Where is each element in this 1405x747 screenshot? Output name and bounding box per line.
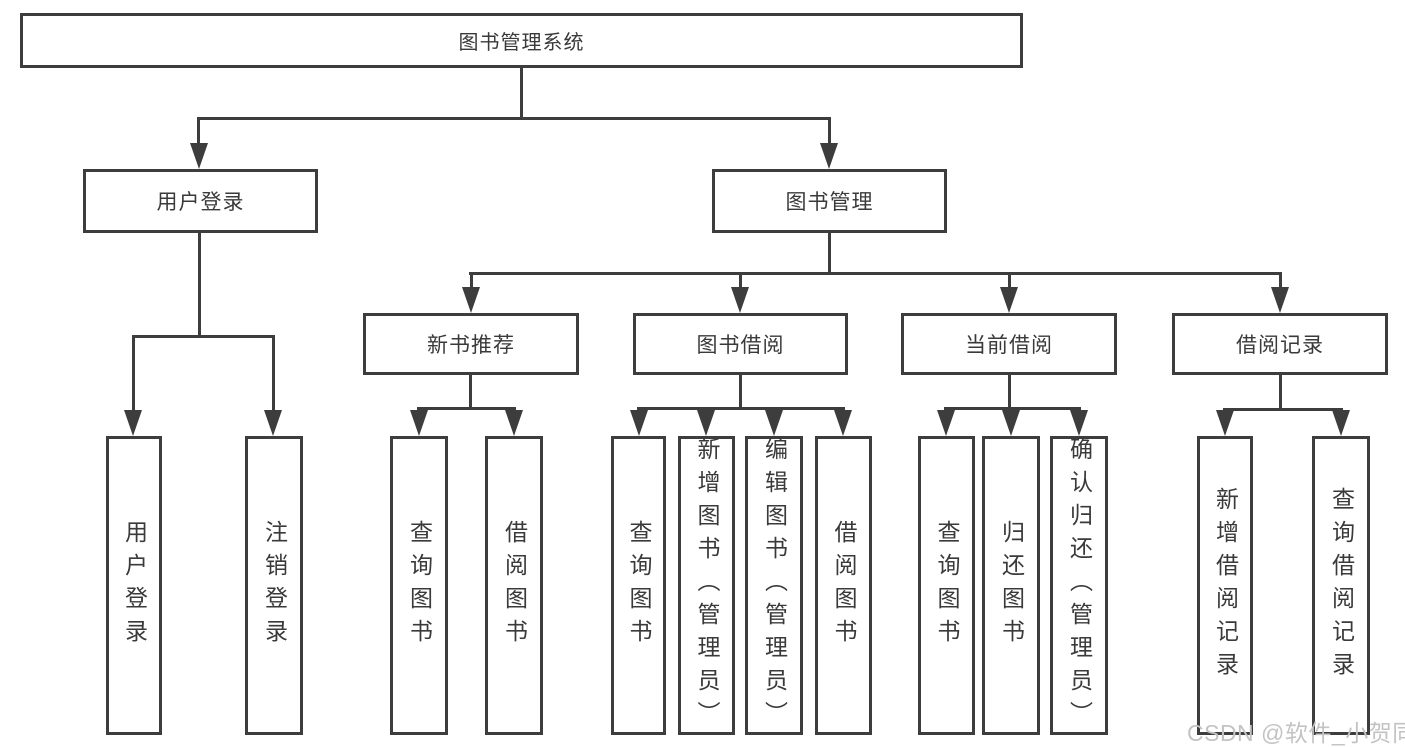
leaf-query-books-current: 查询图书 xyxy=(918,436,975,735)
leaf-add-book-admin: 新增图书（管理员） xyxy=(678,436,735,735)
connector-line xyxy=(1008,272,1011,289)
leaf-label: 查询图书 xyxy=(934,519,960,652)
leaf-query-borrow-record: 查询借阅记录 xyxy=(1312,436,1370,735)
node-user-login: 用户登录 xyxy=(83,169,318,233)
connector-arrow xyxy=(264,410,282,436)
connector-arrow xyxy=(731,287,749,313)
leaf-label: 借阅图书 xyxy=(501,519,528,652)
leaf-label: 新增图书（管理员） xyxy=(694,437,720,734)
connector-line xyxy=(132,335,135,412)
connector-line xyxy=(470,272,473,289)
connector-arrow xyxy=(190,143,208,169)
leaf-return-book: 归还图书 xyxy=(982,436,1040,735)
connector-arrow xyxy=(765,410,783,436)
node-label: 新书推荐 xyxy=(427,334,515,357)
leaf-query-books-borrow: 查询图书 xyxy=(611,436,666,735)
node-label: 图书管理系统 xyxy=(458,32,585,54)
connector-arrow xyxy=(834,410,852,436)
leaf-query-books-recommend: 查询图书 xyxy=(390,436,448,735)
leaf-borrow-books-recommend: 借阅图书 xyxy=(485,436,543,735)
connector-line xyxy=(828,233,831,272)
leaf-edit-book-admin: 编辑图书（管理员） xyxy=(745,436,803,735)
connector-line xyxy=(272,335,275,412)
node-book-borrow: 图书借阅 xyxy=(633,313,848,375)
node-label: 图书借阅 xyxy=(696,334,785,357)
connector-arrow xyxy=(1332,410,1350,436)
connector-line xyxy=(198,233,201,335)
connector-arrow xyxy=(505,410,523,436)
leaf-borrow-books: 借阅图书 xyxy=(815,436,872,735)
connector-arrow xyxy=(124,410,142,436)
connector-line xyxy=(1008,375,1011,407)
node-new-book-recommend: 新书推荐 xyxy=(363,313,579,375)
connector-line xyxy=(469,272,1282,275)
connector-arrow xyxy=(1070,410,1088,436)
node-label: 用户登录 xyxy=(156,191,245,214)
leaf-label: 编辑图书（管理员） xyxy=(761,437,788,734)
connector-line xyxy=(739,375,742,407)
connector-arrow xyxy=(1271,287,1289,313)
connector-arrow xyxy=(410,410,428,436)
connector-arrow xyxy=(937,410,955,436)
connector-line xyxy=(520,68,523,117)
leaf-label: 查询借阅记录 xyxy=(1328,486,1355,685)
connector-line xyxy=(828,117,831,145)
node-borrow-records: 借阅记录 xyxy=(1172,313,1388,375)
leaf-label: 确认归还（管理员） xyxy=(1066,437,1093,734)
node-label: 借阅记录 xyxy=(1236,334,1324,357)
leaf-logout: 注销登录 xyxy=(245,436,303,735)
connector-arrow xyxy=(697,410,715,436)
connector-line xyxy=(417,407,516,410)
connector-line xyxy=(469,375,472,407)
connector-arrow xyxy=(1002,410,1020,436)
connector-line xyxy=(132,335,275,338)
node-label: 图书管理 xyxy=(785,191,874,214)
connector-line xyxy=(1279,272,1282,289)
node-library-system: 图书管理系统 xyxy=(20,13,1023,68)
leaf-user-login: 用户登录 xyxy=(106,436,162,735)
node-book-management: 图书管理 xyxy=(712,169,947,233)
leaf-label: 归还图书 xyxy=(998,519,1025,652)
csdn-watermark: CSDN @软件_小贺同学 xyxy=(1187,720,1405,746)
connector-line xyxy=(1223,408,1343,411)
leaf-label: 查询图书 xyxy=(626,519,652,652)
leaf-label: 用户登录 xyxy=(121,519,148,652)
leaf-label: 查询图书 xyxy=(406,519,433,652)
connector-line xyxy=(198,117,831,120)
connector-arrow xyxy=(462,287,480,313)
connector-arrow xyxy=(1000,287,1018,313)
connector-line xyxy=(739,272,742,289)
connector-line xyxy=(637,407,845,410)
leaf-add-borrow-record: 新增借阅记录 xyxy=(1197,436,1253,735)
connector-line xyxy=(944,407,1081,410)
leaf-confirm-return-admin: 确认归还（管理员） xyxy=(1050,436,1108,735)
connector-line xyxy=(197,117,200,145)
connector-line xyxy=(1279,375,1282,408)
leaf-label: 注销登录 xyxy=(261,519,288,652)
node-current-borrow: 当前借阅 xyxy=(901,313,1117,375)
leaf-label: 借阅图书 xyxy=(831,519,857,652)
connector-arrow xyxy=(820,143,838,169)
leaf-label: 新增借阅记录 xyxy=(1212,486,1239,685)
node-label: 当前借阅 xyxy=(965,334,1053,357)
connector-arrow xyxy=(1216,410,1234,436)
connector-arrow xyxy=(630,410,648,436)
